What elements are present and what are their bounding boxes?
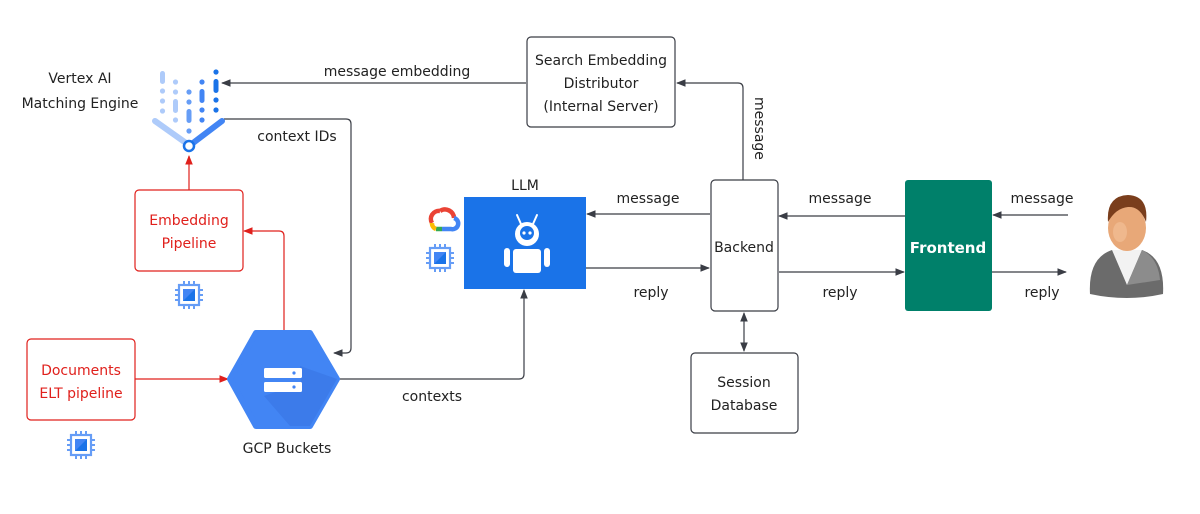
search-dist-line3: (Internal Server) xyxy=(543,99,658,115)
backend-label: Backend xyxy=(714,240,774,256)
session-db-line2: Database xyxy=(711,398,778,414)
edge-label-message-vertical: message xyxy=(751,97,767,160)
documents-pipeline-line1: Documents xyxy=(41,363,121,379)
user-avatar-icon[interactable] xyxy=(1089,195,1164,298)
edge-message-to-distributor xyxy=(676,79,744,180)
edge-label-user-message: message xyxy=(1011,191,1074,207)
compute-chip-icon xyxy=(67,431,95,459)
vertex-label-line1: Vertex AI xyxy=(48,71,111,87)
edge-context-ids xyxy=(224,118,352,357)
documents-elt-pipeline-node[interactable]: Documents ELT pipeline xyxy=(26,338,136,421)
edge-label-contexts: contexts xyxy=(402,389,462,405)
compute-chip-icon xyxy=(175,281,203,309)
vertex-label-line2: Matching Engine xyxy=(22,96,139,112)
edge-label-user-reply: reply xyxy=(1024,285,1059,301)
compute-chip-icon xyxy=(426,244,454,272)
search-dist-line2: Distributor xyxy=(564,76,639,92)
backend-node[interactable]: Backend xyxy=(710,179,779,312)
vertex-ai-matching-engine-icon[interactable] xyxy=(152,69,225,153)
cloud-storage-icon[interactable] xyxy=(227,330,340,429)
robot-icon xyxy=(504,214,550,273)
embedding-pipeline-line2: Pipeline xyxy=(162,236,217,252)
edge-label-llm-message: message xyxy=(617,191,680,207)
edge-label-backend-message: message xyxy=(809,191,872,207)
google-cloud-icon xyxy=(428,207,461,232)
session-database-node[interactable]: Session Database xyxy=(690,352,799,434)
session-db-line1: Session xyxy=(717,375,770,391)
gcp-buckets-label: GCP Buckets xyxy=(243,441,332,457)
embedding-pipeline-node[interactable]: Embedding Pipeline xyxy=(134,189,244,272)
search-dist-line1: Search Embedding xyxy=(535,53,667,69)
frontend-node[interactable]: Frontend xyxy=(905,180,992,311)
llm-label: LLM xyxy=(511,178,539,194)
llm-node[interactable] xyxy=(464,197,586,289)
embedding-pipeline-line1: Embedding xyxy=(149,213,228,229)
edge-label-backend-reply: reply xyxy=(822,285,857,301)
edge-label-llm-reply: reply xyxy=(633,285,668,301)
edge-label-context-ids: context IDs xyxy=(257,129,336,145)
edge-contexts xyxy=(336,289,528,380)
edge-label-message-embedding: message embedding xyxy=(324,64,471,80)
edge-buckets-to-embedding xyxy=(243,227,285,330)
frontend-label: Frontend xyxy=(910,239,986,257)
documents-pipeline-line2: ELT pipeline xyxy=(39,386,122,402)
search-embedding-distributor-node[interactable]: Search Embedding Distributor (Internal S… xyxy=(526,36,676,128)
